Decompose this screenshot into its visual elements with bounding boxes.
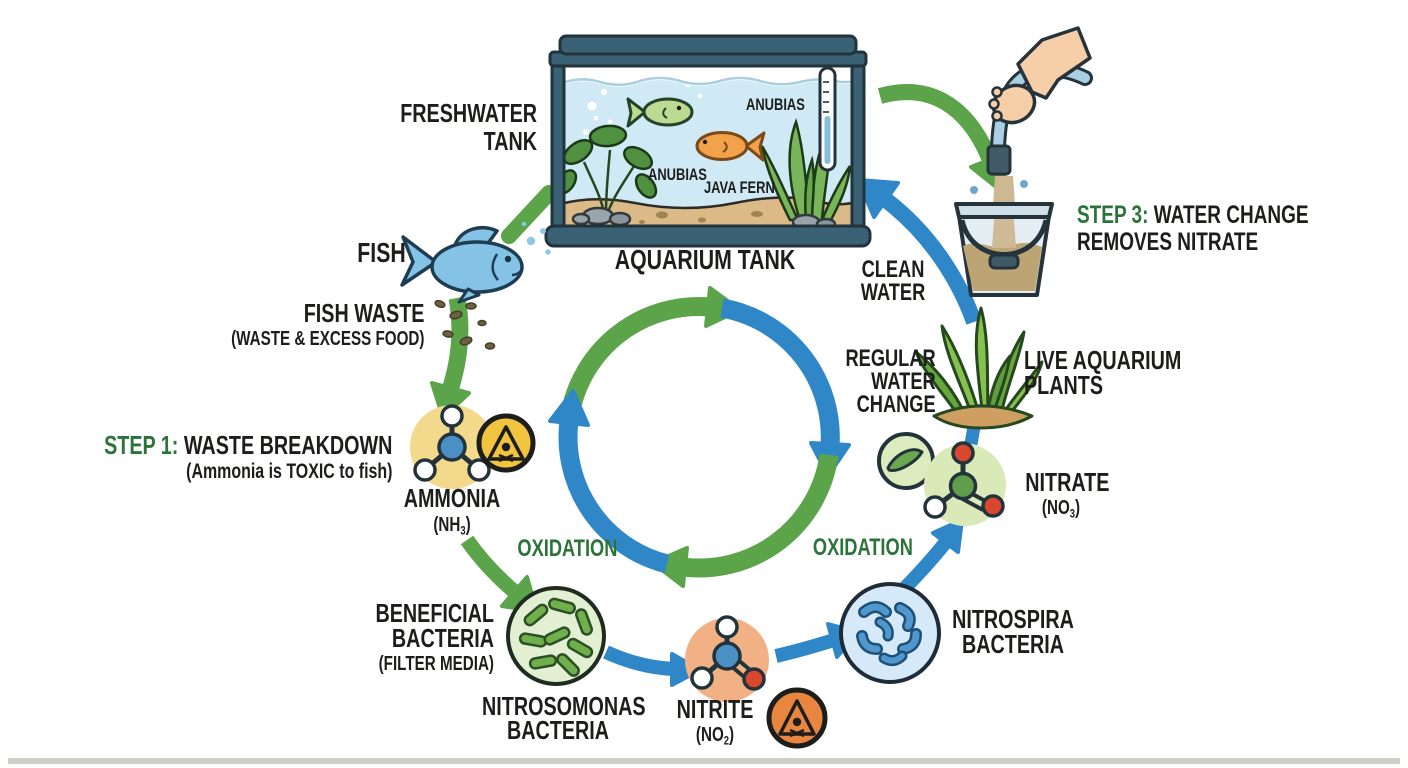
step1-label: STEP 1: WASTE BREAKDOWN (Ammonia is TOXI… [103,430,392,484]
fish-label: FISH [357,237,406,268]
green-fish [626,97,694,128]
cycle-arc-blue-topright [720,298,851,478]
fish-waste-label: FISH WASTE (WASTE & EXCESS FOOD) [230,298,424,351]
nitrospira-rods [856,601,922,667]
oxidation-right-label: OXIDATION [812,534,913,561]
bottom-edge-strip [8,758,1400,764]
anubias-label-top: ANUBIAS [746,95,805,114]
water-surface-line [559,76,856,86]
waste-pellets [434,299,496,350]
fish-bubbles [521,221,551,255]
nitrate-molecule [923,441,1005,519]
beneficial-bacteria-label: BENEFICIAL BACTERIA (FILTER MEDIA) [375,598,494,675]
clean-water-arrow [856,178,982,325]
bacteria-rods [518,597,594,677]
bucket-illustration [954,176,1054,297]
cycle-arc-green-bottomright [651,453,839,588]
nitrite-label: NITRITE (NO2) [676,694,754,748]
tank-fish-connector [501,185,557,244]
bacteria-node [506,586,606,686]
anubias-label-mid: ANUBIAS [648,165,707,184]
hose-nozzle [986,144,1012,176]
java-fern-label: JAVA FERN [704,178,775,197]
plant-illustration [914,306,1044,430]
freshwater-tank-label: FRESHWATER TANK [400,98,537,157]
nitrate-node [923,441,1006,526]
orange-fish [695,131,766,162]
nitrite-molecule [690,615,766,691]
toxic-warning-orange-icon [766,687,828,749]
nitrate-label: NITRATE (NO3) [1025,467,1110,521]
nitrospira-node [839,582,941,684]
clean-water-label: CLEAN WATER [860,256,926,307]
cycle-arrows [548,286,851,588]
bucket-handle-grip [988,253,1020,270]
ammonia-molecule [413,404,491,482]
nitrite-node [685,615,769,702]
cycle-arc-blue-bottomleft [548,389,670,574]
toxic-warning-yellow-icon [476,413,536,473]
thermometer [818,66,837,172]
tank-illustration [544,34,872,248]
nitrosomonas-label: NITROSOMONAS BACTERIA [482,691,646,745]
aquarium-tank-caption: AQUARIUM TANK [614,244,796,275]
hand-hose-illustration [986,26,1093,176]
tank-frame [544,34,872,248]
tank-bubbles [583,81,703,135]
nitrospira-label: NITROSPIRA BACTERIA [952,604,1074,660]
ammonia-node [410,404,494,489]
leaf-badge [877,432,935,490]
cycle-arc-green-topleft [560,286,742,416]
oxidation-left-label: OXIDATION [517,535,618,562]
step3-label: STEP 3: WATER CHANGE REMOVES NITRATE [1077,201,1309,256]
blue-fish [400,226,524,304]
ammonia-label: AMMONIA (NH3) [403,483,501,538]
live-plants-label: LIVE AQUARIUM PLANTS [1024,345,1182,401]
regular-water-change-label: REGULAR WATER CHANGE [845,345,936,419]
